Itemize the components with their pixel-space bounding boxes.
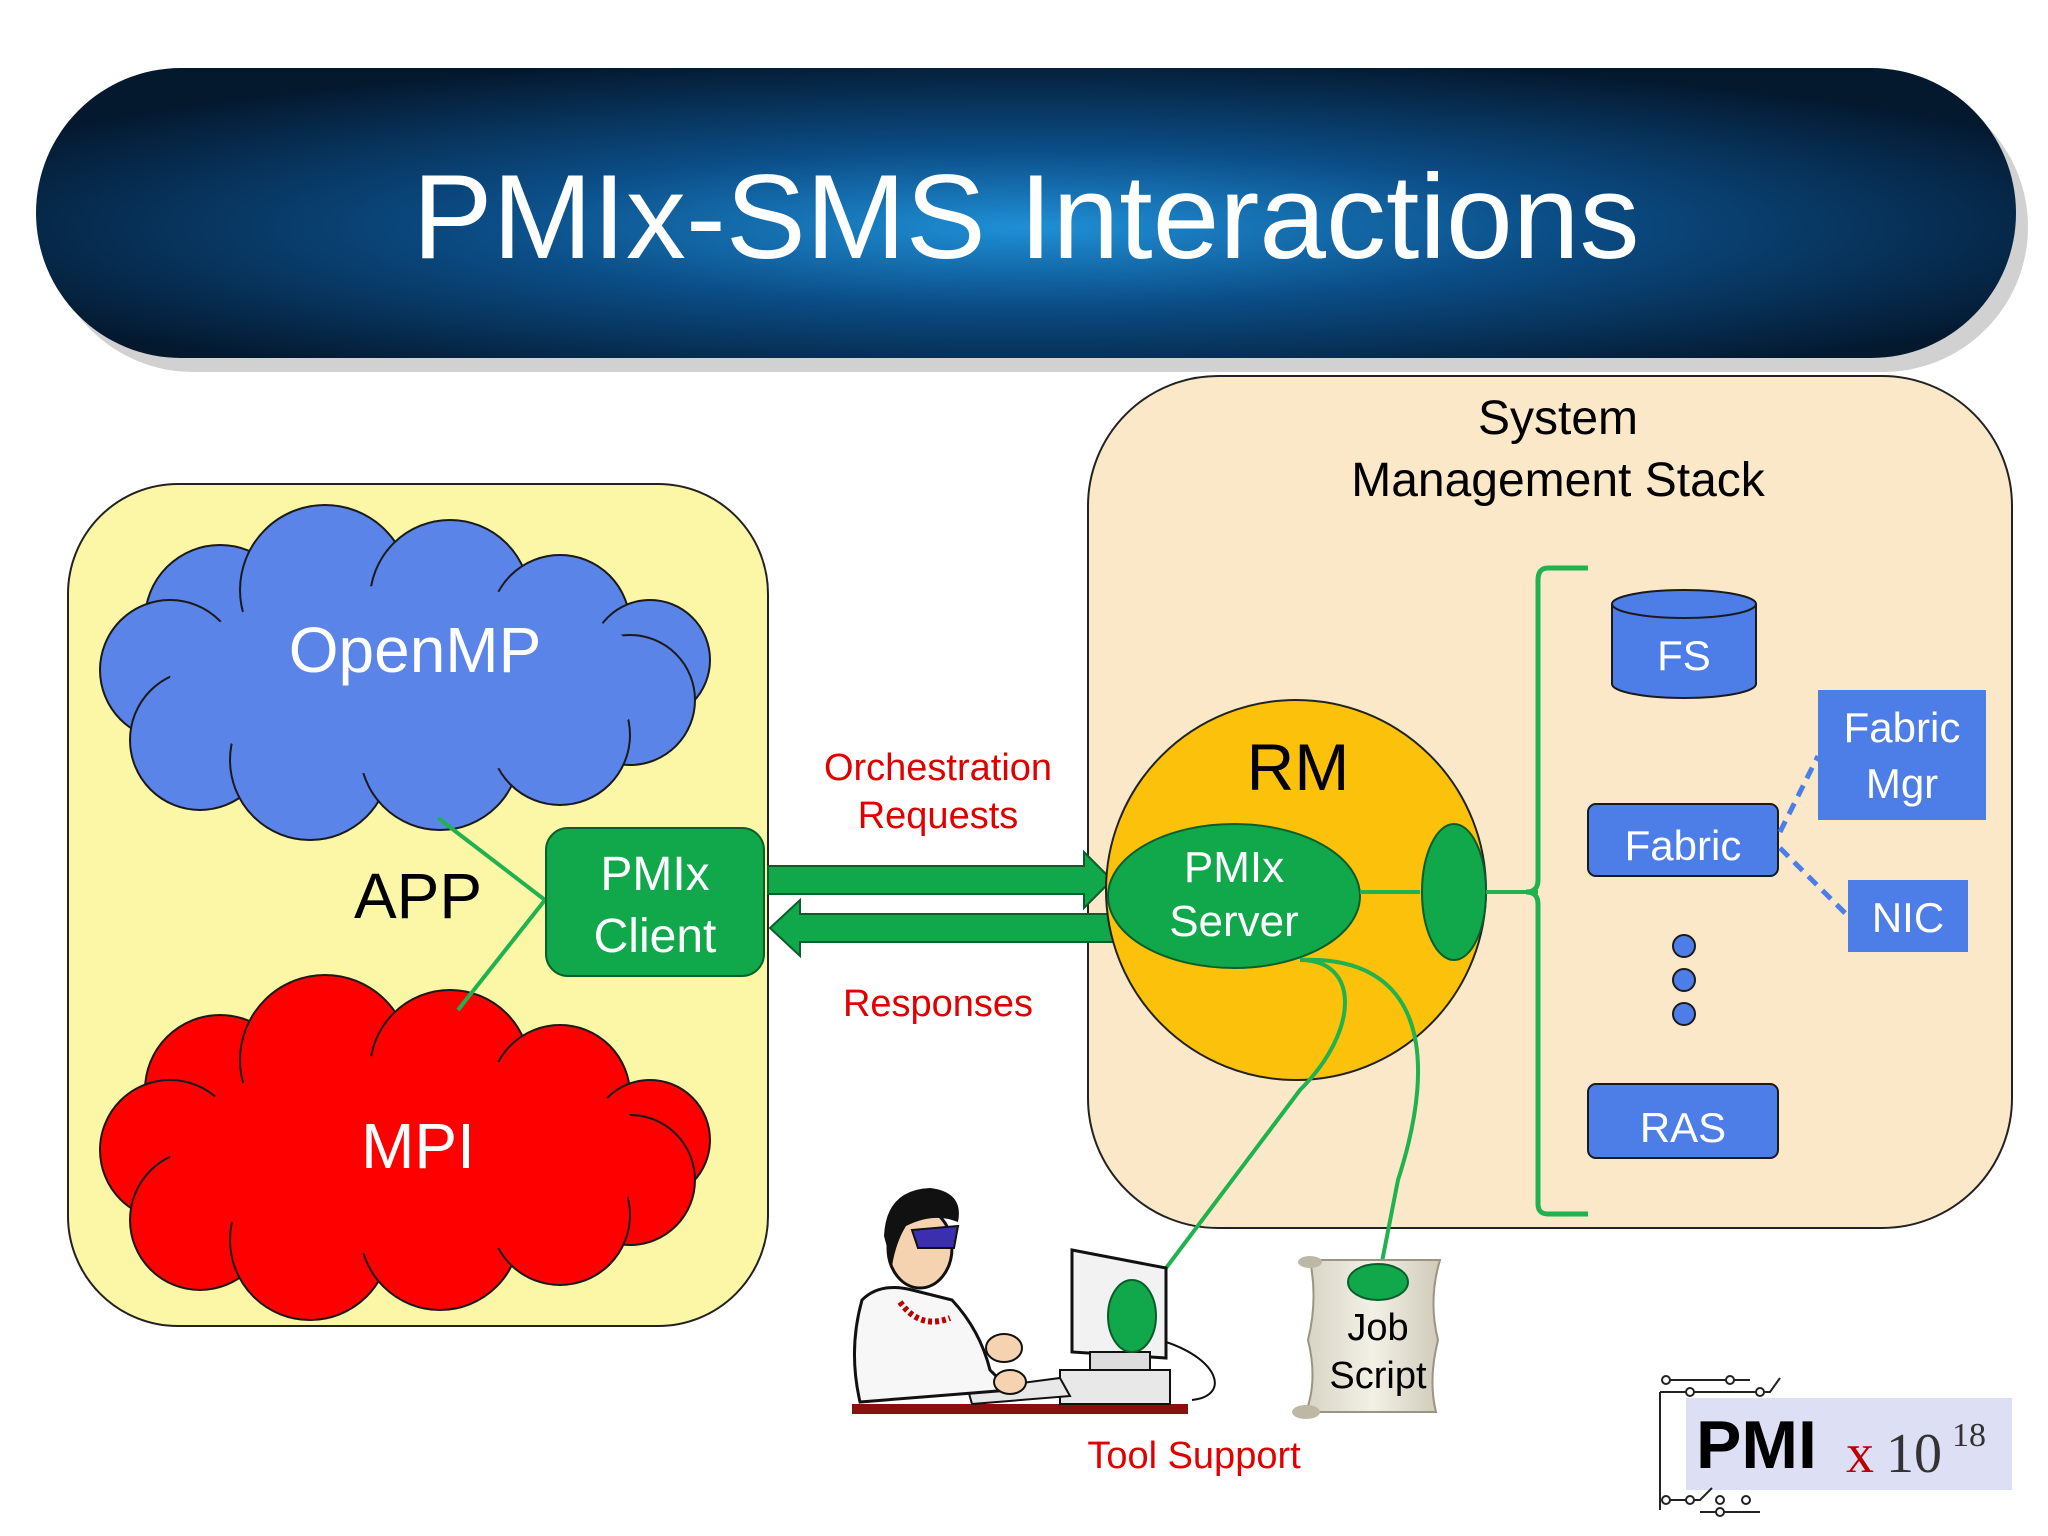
more-components-dots xyxy=(1672,934,1696,1026)
pmix-logo: PMI x 10 18 xyxy=(1659,1375,2012,1517)
openmp-label: OpenMP xyxy=(289,614,542,686)
ras-box: RAS xyxy=(1587,1083,1779,1159)
fabric-mgr-line2: Mgr xyxy=(1866,760,1938,807)
job-script-scroll: Job Script xyxy=(1292,1256,1442,1419)
tool-monitor-port xyxy=(1107,1279,1157,1353)
logo-exp: 18 xyxy=(1952,1417,1986,1454)
fabric-mgr-line1: Fabric xyxy=(1844,704,1961,751)
pmix-client-box: PMIx Client xyxy=(545,827,765,977)
job-script-line2: Script xyxy=(1329,1355,1427,1397)
mpi-cloud: MPI xyxy=(99,974,711,1321)
app-connectors xyxy=(436,816,547,1012)
fabric-dashed-links xyxy=(1777,754,1850,918)
server-tool-connectors xyxy=(1146,957,1421,1294)
responses-label: Responses xyxy=(843,983,1033,1025)
tool-user-illustration xyxy=(852,1188,1216,1414)
mpi-label: MPI xyxy=(361,1110,475,1182)
pmix-server-line2: Server xyxy=(1169,897,1299,946)
pmix-client-line1: PMIx xyxy=(600,848,709,901)
fabric-label: Fabric xyxy=(1625,822,1742,869)
pmix-client-line2: Client xyxy=(594,910,717,963)
nic-box: NIC xyxy=(1848,880,1968,952)
orchestration-arrow xyxy=(767,849,1114,911)
logo-ten: 10 xyxy=(1886,1423,1942,1485)
tool-support-label: Tool Support xyxy=(1087,1435,1301,1477)
pmix-server-line1: PMIx xyxy=(1184,843,1284,892)
openmp-cloud: OpenMP xyxy=(99,504,711,841)
rm-label: RM xyxy=(1247,730,1350,804)
logo-pmi: PMI xyxy=(1696,1407,1817,1483)
orchestration-line2: Requests xyxy=(858,795,1019,837)
pmix-server: PMIx Server xyxy=(1107,823,1361,969)
sms-title-line1: System xyxy=(1478,392,1638,445)
orchestration-line1: Orchestration xyxy=(824,747,1052,789)
slide-title: PMIx-SMS Interactions xyxy=(412,150,1639,284)
rm-port xyxy=(1421,823,1487,961)
job-script-line1: Job xyxy=(1347,1307,1408,1349)
title-banner: PMIx-SMS Interactions xyxy=(36,68,2028,372)
fs-cylinder: FS xyxy=(1611,589,1757,699)
sms-title-line2: Management Stack xyxy=(1351,454,1766,507)
nic-label: NIC xyxy=(1872,894,1944,941)
job-script-port xyxy=(1347,1263,1409,1301)
app-label: APP xyxy=(354,860,482,932)
logo-x: x xyxy=(1846,1423,1874,1485)
ras-label: RAS xyxy=(1640,1104,1726,1151)
fabric-box: Fabric xyxy=(1587,803,1779,877)
fabric-mgr-box: Fabric Mgr xyxy=(1818,690,1986,820)
fs-label: FS xyxy=(1657,632,1711,679)
component-bracket xyxy=(1525,565,1588,1217)
responses-arrow xyxy=(768,897,1121,959)
